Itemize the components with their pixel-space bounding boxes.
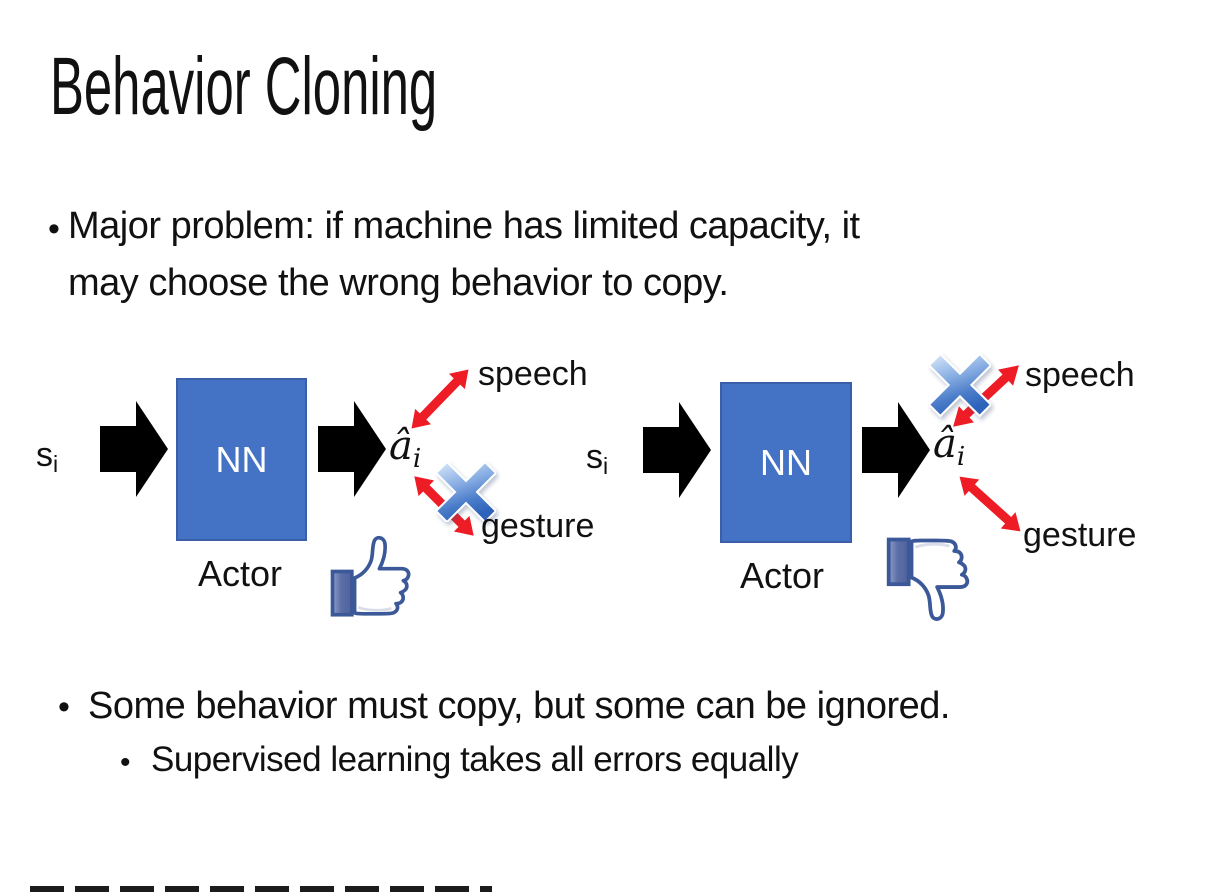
bullet-main2: Some behavior must copy, but some can be… [88, 685, 950, 727]
right-input-flow-arrow-icon [643, 402, 711, 498]
bullet-marker: • [48, 210, 60, 248]
left-input-flow-arrow-icon [100, 401, 168, 497]
cropped-footer-bar [30, 886, 492, 892]
right-input-label: si [586, 438, 609, 479]
bullet-marker: • [58, 688, 70, 726]
slide-title: Behavior Cloning [50, 41, 438, 132]
right-actor-caption: Actor [740, 555, 825, 596]
right-output-label: âi [933, 421, 966, 472]
right-speech-double-arrow-icon [944, 356, 1028, 436]
right-output-flow-arrow-icon [862, 402, 930, 498]
right-branch-gesture-label: gesture [1023, 516, 1137, 554]
right-nn-label: NN [760, 441, 812, 483]
left-output-label: âi [389, 423, 422, 474]
left-nn-label: NN [215, 438, 268, 480]
right-branch-speech-label: speech [1025, 356, 1135, 394]
left-nn-box: NN [176, 378, 307, 541]
right-nn-box: NN [720, 382, 852, 543]
right-gesture-double-arrow-icon [951, 467, 1029, 541]
bullet-sub2: Supervised learning takes all errors equ… [151, 740, 799, 779]
left-branch-gesture-label: gesture [481, 507, 595, 545]
bullet-main1-line2: may choose the wrong behavior to copy. [68, 262, 729, 304]
thumbs-down-icon [886, 537, 970, 621]
bullet-marker: • [120, 746, 131, 779]
left-input-label: si [36, 436, 59, 477]
right-reject-cross-icon [929, 352, 991, 418]
left-branch-speech-label: speech [478, 355, 588, 393]
left-speech-double-arrow-icon [402, 360, 478, 437]
thumbs-up-icon [330, 535, 411, 617]
left-reject-cross-icon [436, 462, 496, 522]
bullet-main1-line1: Major problem: if machine has limited ca… [68, 205, 860, 247]
left-actor-caption: Actor [198, 553, 283, 594]
left-output-flow-arrow-icon [318, 401, 386, 497]
